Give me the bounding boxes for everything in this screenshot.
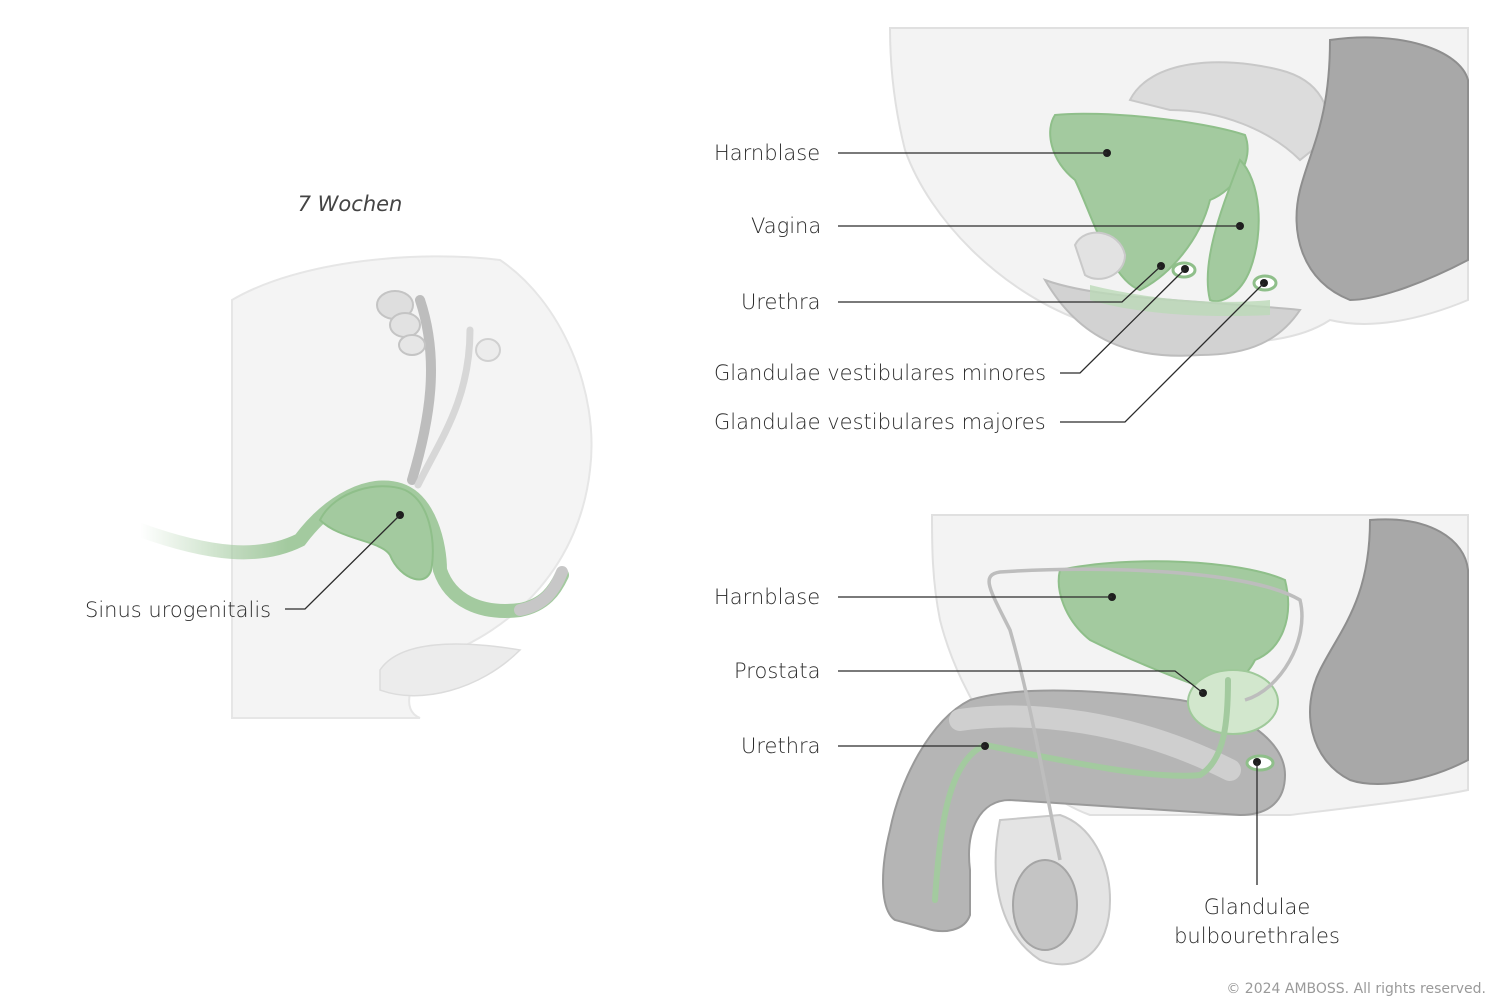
label-female-gl-majores: Glandulae vestibulares majores xyxy=(714,410,1046,434)
embryo-tail-fold xyxy=(379,643,522,697)
male-testis xyxy=(1012,859,1078,951)
female-harnblase-shape xyxy=(1049,112,1249,292)
label-sinus-urogenitalis: Sinus urogenitalis xyxy=(85,598,271,622)
female-urethra-leader xyxy=(838,265,1162,303)
label-male-gl-bulbo-line2: bulbourethrales xyxy=(1174,924,1340,948)
label-female-harnblase: Harnblase xyxy=(714,141,820,165)
embryo-gonad xyxy=(376,290,501,362)
embryo-duct-light xyxy=(414,326,474,489)
male-prostata-shape xyxy=(1187,669,1279,735)
embryo-tail-end xyxy=(514,566,568,616)
male-harnblase-shape xyxy=(1057,560,1290,692)
male-rectum xyxy=(1309,518,1469,785)
male-prostata-leader xyxy=(838,670,1204,694)
label-male-prostata: Prostata xyxy=(734,659,820,683)
female-urogenital-green-floor xyxy=(1090,285,1270,317)
female-rectum xyxy=(1295,36,1469,302)
female-vagina-shape xyxy=(1206,158,1260,303)
embryo-drawing xyxy=(133,255,593,719)
female-gl-majores-leader xyxy=(1060,282,1265,423)
copyright-notice: © 2024 AMBOSS. All rights reserved. xyxy=(1226,981,1486,997)
female-gl-minores-leader xyxy=(1060,268,1186,374)
embryo-caption: 7 Wochen xyxy=(298,192,403,216)
label-male-gl-bulbo-line1: Glandulae xyxy=(1204,895,1311,919)
embryo-cloaca-body xyxy=(318,485,434,581)
label-male-harnblase: Harnblase xyxy=(714,585,820,609)
embryo-duct-gray xyxy=(407,295,436,485)
female-drawing xyxy=(888,27,1469,357)
male-vas-deferens xyxy=(987,567,1304,861)
male-corpus-spongiosum xyxy=(949,705,1241,781)
label-female-gl-minores: Glandulae vestibulares minores xyxy=(714,361,1046,385)
label-female-vagina: Vagina xyxy=(751,214,821,238)
female-symphysis xyxy=(1073,231,1127,280)
embryo-sinus-leader xyxy=(285,514,401,610)
female-uterus xyxy=(1128,61,1329,162)
label-female-urethra: Urethra xyxy=(741,290,821,314)
label-male-urethra: Urethra xyxy=(741,734,821,758)
male-urethra-shape xyxy=(932,677,1231,903)
male-drawing xyxy=(882,514,1469,966)
